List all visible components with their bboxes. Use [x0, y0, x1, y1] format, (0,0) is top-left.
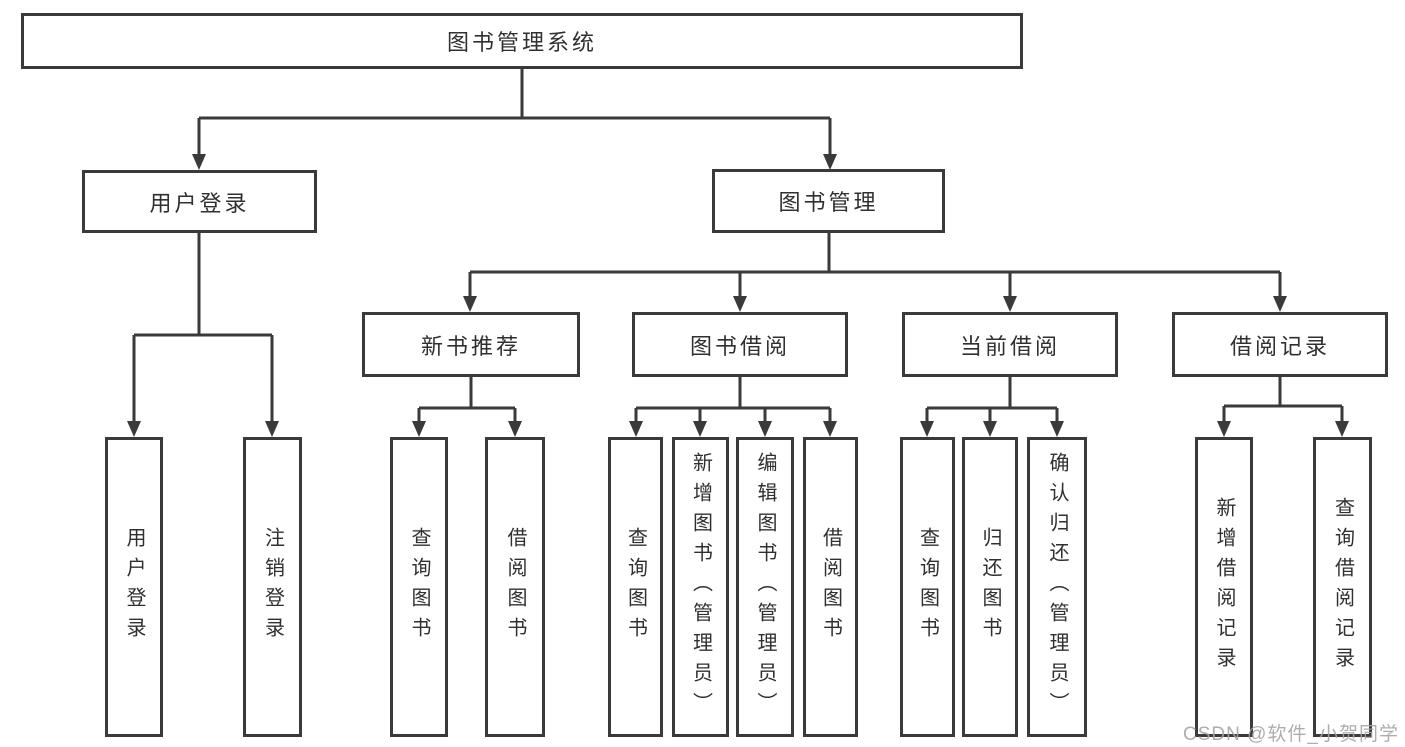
leaf-borrow-books-recommend-label: 借阅图书	[504, 527, 526, 647]
leaf-query-books-current: 查询图书	[900, 437, 955, 737]
leaf-return-books: 归还图书	[962, 437, 1018, 737]
node-root-library-management-system: 图书管理系统	[21, 13, 1023, 69]
leaf-borrow-books-borrowing-label: 借阅图书	[819, 527, 842, 647]
leaf-add-borrow-record: 新增借阅记录	[1195, 437, 1253, 737]
leaf-add-books-admin-label: 新增图书（管理员）	[689, 452, 712, 722]
leaf-logout-label: 注销登录	[261, 527, 284, 647]
leaf-query-books-current-label: 查询图书	[916, 527, 939, 647]
node-book-management: 图书管理	[712, 169, 945, 233]
leaf-query-borrow-record-label: 查询借阅记录	[1331, 497, 1354, 677]
leaf-user-login: 用户登录	[105, 437, 163, 737]
leaf-edit-books-admin: 编辑图书（管理员）	[736, 437, 794, 737]
node-new-book-recommendation-label: 新书推荐	[420, 333, 521, 359]
node-user-login-label: 用户登录	[149, 190, 250, 216]
leaf-query-books-borrowing: 查询图书	[608, 437, 663, 737]
leaf-confirm-return-admin: 确认归还（管理员）	[1027, 437, 1087, 737]
leaf-add-books-admin: 新增图书（管理员）	[672, 437, 729, 737]
watermark: CSDN @软件_小贺同学	[1183, 724, 1399, 745]
node-user-login: 用户登录	[82, 170, 317, 233]
node-new-book-recommendation: 新书推荐	[362, 312, 580, 377]
leaf-borrow-books-recommend: 借阅图书	[485, 437, 545, 737]
leaf-query-books-recommend-label: 查询图书	[408, 527, 430, 647]
leaf-logout: 注销登录	[243, 437, 302, 737]
node-borrowing-records: 借阅记录	[1172, 312, 1388, 377]
leaf-add-borrow-record-label: 新增借阅记录	[1213, 497, 1235, 677]
node-current-borrowing-label: 当前借阅	[959, 333, 1060, 359]
leaf-borrow-books-borrowing: 借阅图书	[803, 437, 858, 737]
leaf-query-books-recommend: 查询图书	[390, 437, 448, 737]
node-borrowing-records-label: 借阅记录	[1229, 333, 1330, 359]
node-current-borrowing: 当前借阅	[902, 312, 1118, 377]
node-book-borrowing-label: 图书借阅	[689, 333, 790, 359]
leaf-confirm-return-admin-label: 确认归还（管理员）	[1046, 452, 1068, 722]
leaf-query-books-borrowing-label: 查询图书	[624, 527, 647, 647]
leaf-edit-books-admin-label: 编辑图书（管理员）	[754, 452, 776, 722]
tree-edges	[132, 69, 1344, 422]
leaf-return-books-label: 归还图书	[979, 527, 1001, 647]
leaf-user-login-label: 用户登录	[123, 527, 145, 647]
node-book-borrowing: 图书借阅	[632, 312, 848, 377]
node-book-management-label: 图书管理	[778, 190, 879, 215]
leaf-query-borrow-record: 查询借阅记录	[1313, 437, 1372, 737]
node-root-label: 图书管理系统	[446, 30, 597, 55]
